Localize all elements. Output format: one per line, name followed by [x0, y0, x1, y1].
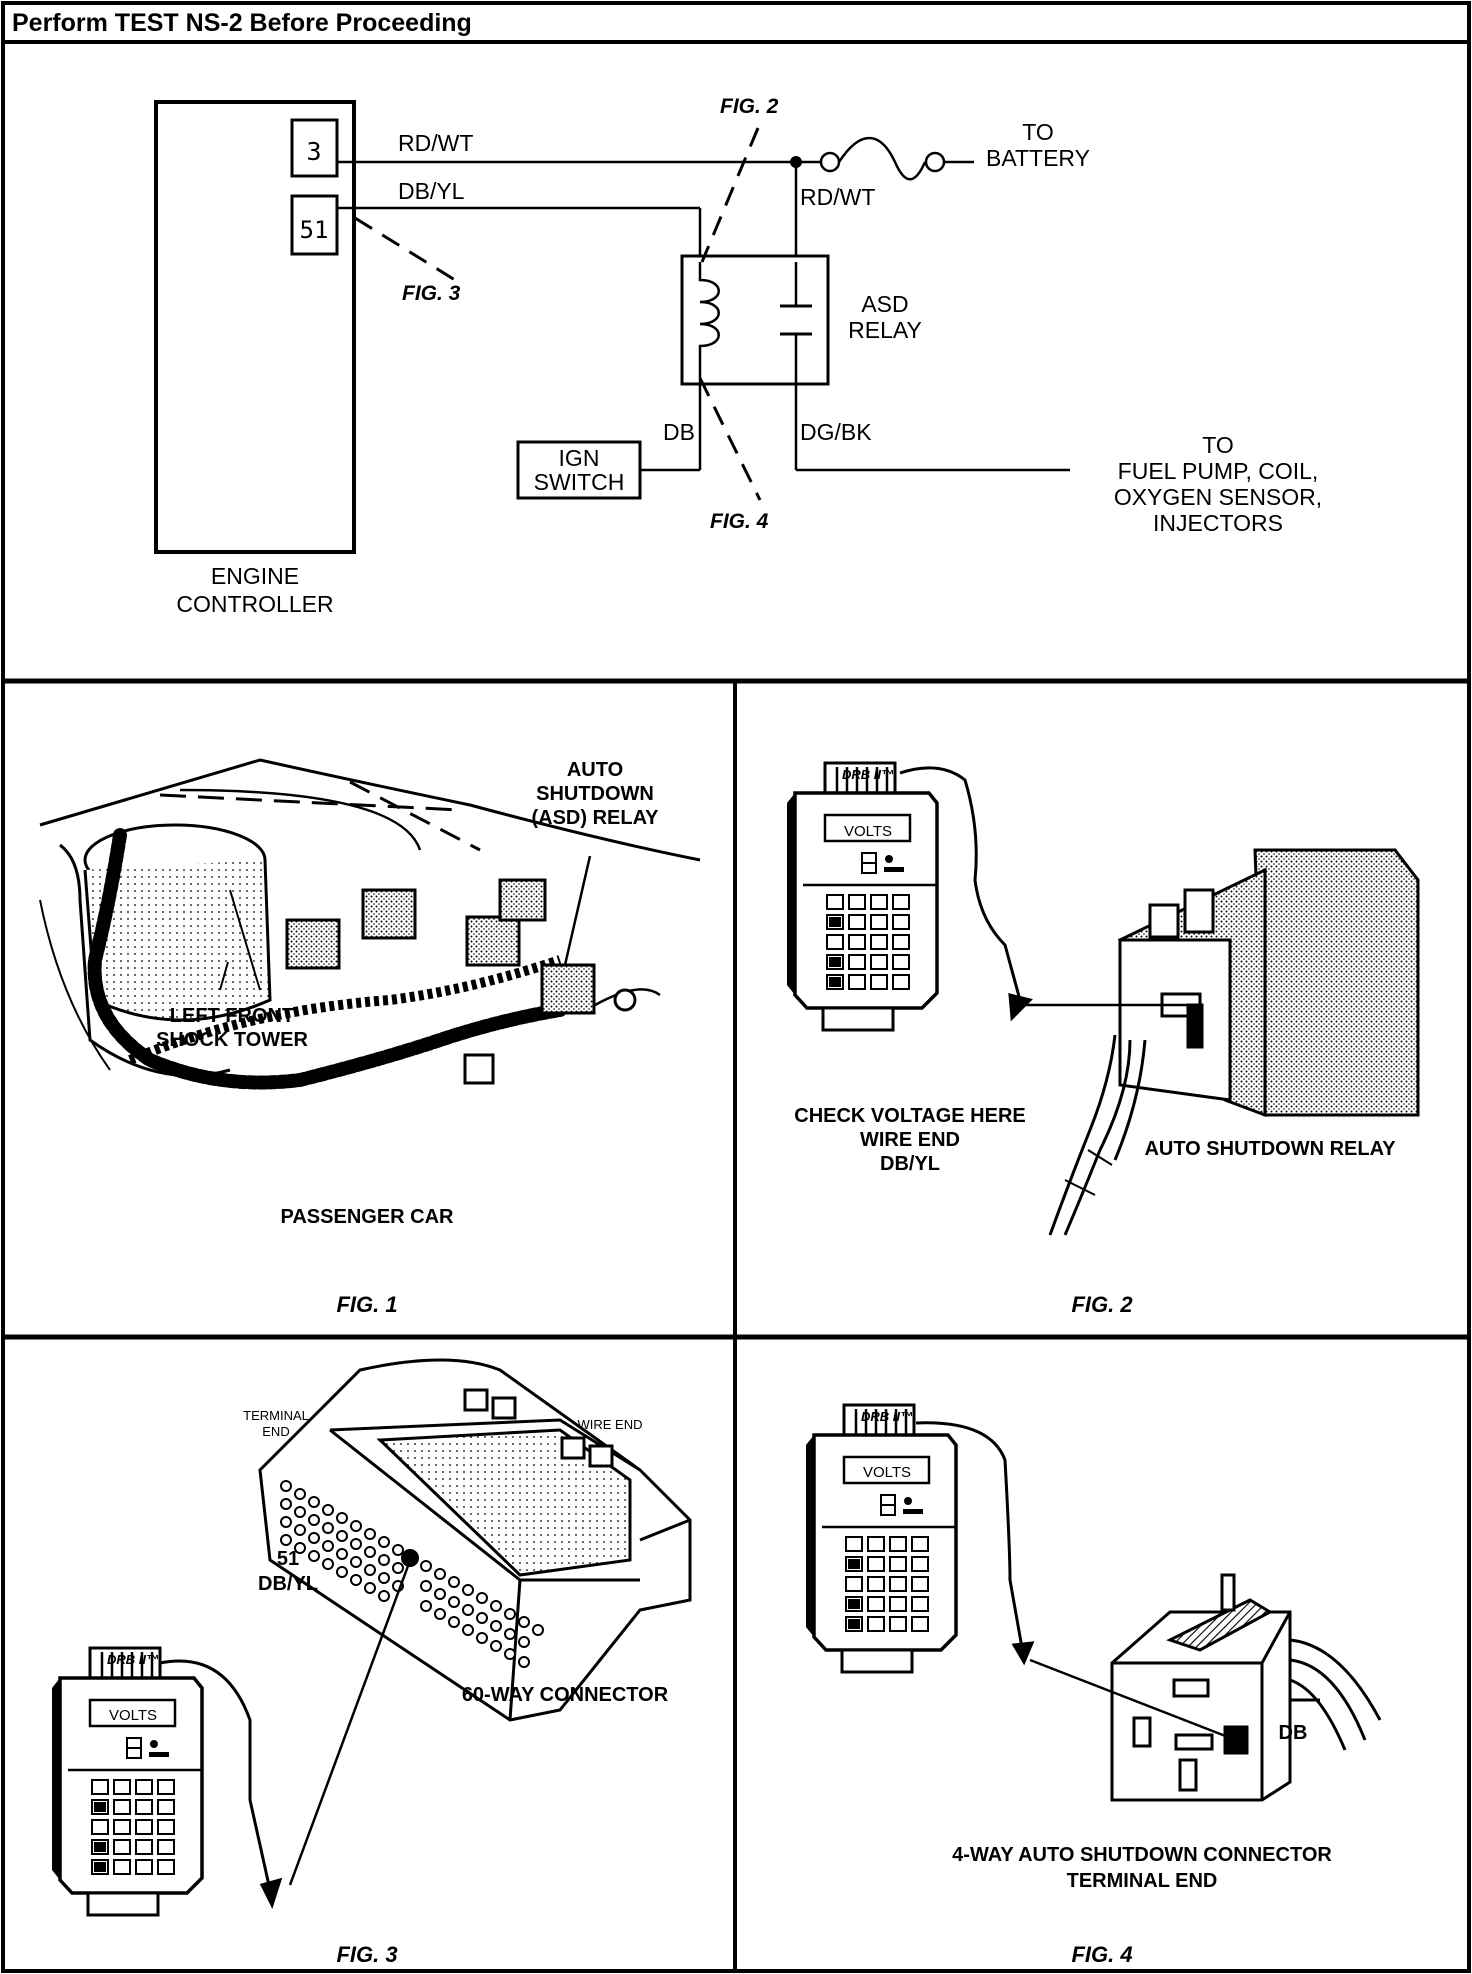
callout-fig3: FIG. 3 — [402, 282, 461, 305]
to-battery-line2: BATTERY — [986, 145, 1090, 171]
fig2-relay-illustration — [1048, 848, 1420, 1236]
fig4-db-label: DB — [1279, 1722, 1308, 1744]
fig2-check-line2: WIRE END — [860, 1129, 960, 1151]
fig1-engine-bay-illustration — [39, 758, 701, 1090]
dest-label-line3: OXYGEN SENSOR, — [1114, 484, 1322, 510]
page-title: Perform TEST NS-2 Before Proceeding — [12, 9, 472, 37]
fig1-shock-line2: SHOCK TOWER — [156, 1029, 308, 1051]
wire-label-rdwt-top: RD/WT — [398, 130, 473, 156]
wire-label-db: DB — [663, 419, 695, 445]
wire-label-rdwt-right: RD/WT — [800, 184, 875, 210]
wire-label-dgbk: DG/BK — [800, 419, 872, 445]
fig3-label: FIG. 3 — [336, 1942, 397, 1967]
fig4-caption-line2: TERMINAL END — [1067, 1870, 1218, 1892]
ign-label-line1: IGN — [559, 445, 600, 471]
ign-switch-box — [516, 440, 642, 500]
fig4-meter-brand: DRB II™ — [861, 1409, 913, 1424]
fig3-connector-illustration — [258, 1358, 692, 1722]
callout-fig4: FIG. 4 — [710, 510, 769, 533]
fig3-meter-illustration — [50, 1646, 204, 1917]
fig1-asd-line1: AUTO — [567, 759, 623, 781]
wiring-schematic: 3 51 FIG. 2 FIG. 3 FIG. 4 RD/WT — [154, 95, 1322, 617]
fig2-meter-brand: DRB II™ — [842, 767, 894, 782]
fig4-meter-illustration — [804, 1403, 958, 1674]
wire-label-dbyl: DB/YL — [398, 178, 465, 204]
fig2-label: FIG. 2 — [1071, 1292, 1133, 1317]
fig4-connector-illustration — [1110, 1573, 1382, 1802]
fig1-shock-line1: LEFT FRONT — [170, 1005, 294, 1027]
fig1-label: FIG. 1 — [336, 1292, 397, 1317]
engine-label-line1: ENGINE — [211, 563, 299, 589]
fig3-pin-grid — [280, 1480, 544, 1668]
fig4-caption-line1: 4-WAY AUTO SHUTDOWN CONNECTOR — [952, 1844, 1332, 1866]
relay-label-line1: ASD — [861, 291, 908, 317]
fig3-meter-brand: DRB II™ — [107, 1652, 159, 1667]
fig2-relay-label: AUTO SHUTDOWN RELAY — [1144, 1138, 1396, 1160]
engine-label-line2: CONTROLLER — [176, 591, 333, 617]
fig4-probe — [915, 1421, 1229, 1739]
fig1-asd-line2: SHUTDOWN — [536, 783, 654, 805]
fig2-check-line3: DB/YL — [880, 1153, 940, 1175]
fig2-probe — [899, 766, 1192, 1022]
fig3-pin-line1: 51 — [277, 1548, 299, 1570]
fig3-meter-display: VOLTS — [109, 1707, 157, 1724]
dest-label-line1: TO — [1202, 432, 1234, 458]
fig4-label: FIG. 4 — [1071, 1942, 1132, 1967]
fig1-caption: PASSENGER CAR — [281, 1206, 455, 1228]
fig3-connector-label: 60-WAY CONNECTOR — [462, 1684, 669, 1706]
fig3-terminal-line2: END — [262, 1424, 289, 1439]
callout-fig2: FIG. 2 — [720, 95, 779, 118]
pin-3: 3 — [306, 137, 321, 166]
asd-relay-box — [680, 254, 830, 386]
to-battery-line1: TO — [1022, 119, 1054, 145]
fig4-meter-display: VOLTS — [863, 1464, 911, 1481]
relay-label-line2: RELAY — [848, 317, 922, 343]
dest-label-line2: FUEL PUMP, COIL, — [1118, 458, 1319, 484]
pin-51: 51 — [300, 216, 329, 244]
ign-label-line2: SWITCH — [534, 469, 625, 495]
fig3-wire-end: WIRE END — [578, 1417, 643, 1432]
dest-label-line4: INJECTORS — [1153, 510, 1283, 536]
fig2-meter-illustration — [785, 761, 939, 1032]
fig1-asd-line3: (ASD) RELAY — [531, 807, 659, 829]
fig3-probe — [159, 1565, 410, 1909]
fig3-pin-line2: DB/YL — [258, 1573, 318, 1595]
fig2-check-line1: CHECK VOLTAGE HERE — [794, 1105, 1026, 1127]
fig3-terminal-line1: TERMINAL — [243, 1408, 309, 1423]
fig2-meter-display: VOLTS — [844, 823, 892, 840]
